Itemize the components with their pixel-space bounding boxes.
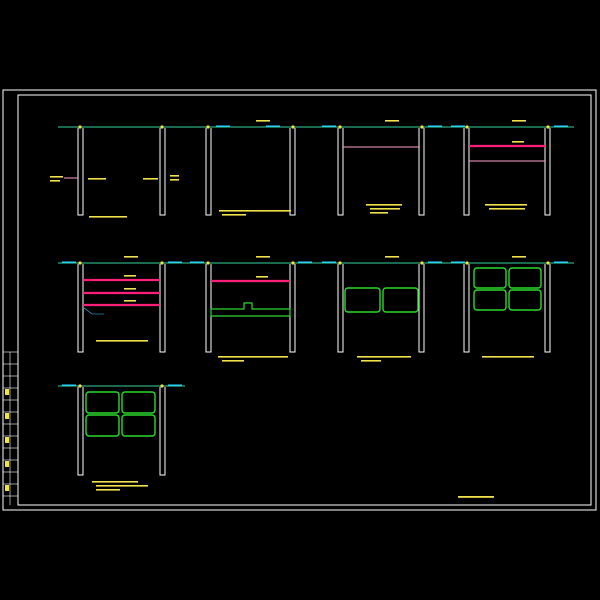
stage-panel-3 xyxy=(318,120,448,216)
box-culvert-cell xyxy=(473,289,507,311)
stage-note-bar xyxy=(96,340,148,342)
box-culvert-cell xyxy=(85,414,120,437)
title-block xyxy=(3,351,18,505)
section-label xyxy=(256,256,270,258)
stage-note-bar xyxy=(370,208,400,210)
callout-mark xyxy=(170,175,179,177)
grid-marker xyxy=(78,125,82,129)
box-culvert-cell xyxy=(85,391,120,414)
stage-note-bar xyxy=(366,204,402,206)
retaining-wall-right xyxy=(418,128,425,216)
stage-note-bar xyxy=(92,481,138,483)
stage-note-bar xyxy=(89,216,127,218)
section-label xyxy=(512,256,526,258)
callout-mark xyxy=(170,179,179,181)
retaining-wall-left xyxy=(77,128,84,216)
box-culvert-cell xyxy=(121,391,156,414)
stage-note-bar xyxy=(361,360,381,362)
stage-panel-6 xyxy=(188,256,318,362)
section-label xyxy=(385,120,399,122)
grid-marker xyxy=(160,125,164,129)
stage-panel-8 xyxy=(448,256,574,358)
retaining-wall-right xyxy=(159,264,166,353)
stage-note-bar xyxy=(219,210,291,212)
box-culvert-cell xyxy=(121,414,156,437)
callout-mark xyxy=(50,180,60,182)
stage-note-bar xyxy=(218,356,288,358)
retaining-wall-right xyxy=(159,128,166,216)
section-label xyxy=(256,120,270,122)
outer-frame xyxy=(2,89,597,511)
stage-note-bar xyxy=(96,489,120,491)
retaining-wall-right xyxy=(418,264,425,353)
box-culvert-cell xyxy=(508,289,542,311)
stage-panel-2 xyxy=(188,120,318,216)
stage-note-bar xyxy=(96,485,148,487)
stage-note-bar xyxy=(222,214,246,216)
callout-mark xyxy=(143,178,158,180)
retaining-wall-left xyxy=(205,264,212,353)
callout-mark xyxy=(88,178,106,180)
stage-note-bar xyxy=(357,356,411,358)
stage-note-bar xyxy=(482,356,534,358)
box-culvert-cell-left xyxy=(344,287,381,313)
box-culvert-cell-right xyxy=(382,287,419,313)
stage-note-bar xyxy=(222,360,244,362)
inner-frame xyxy=(17,94,592,506)
retaining-wall-right xyxy=(544,128,551,216)
retaining-wall-left xyxy=(337,128,344,216)
retaining-wall-right xyxy=(289,128,296,216)
box-culvert-cell xyxy=(473,267,507,289)
retaining-wall-left xyxy=(205,128,212,216)
stage-note-bar xyxy=(370,212,388,214)
section-label xyxy=(124,256,138,258)
retaining-wall-right xyxy=(159,387,166,476)
stage-note-bar xyxy=(485,204,527,206)
base-slab xyxy=(210,302,291,317)
sheet-title-bar xyxy=(458,496,494,498)
retaining-wall-left xyxy=(463,264,470,353)
section-label xyxy=(385,256,399,258)
stage-panel-7 xyxy=(318,256,448,362)
stage-panel-9 xyxy=(58,384,185,491)
retaining-wall-left xyxy=(77,264,84,353)
retaining-wall-left xyxy=(77,387,84,476)
excavation-base-line xyxy=(83,307,104,315)
section-label xyxy=(512,120,526,122)
stage-panel-1 xyxy=(50,125,188,218)
stage-panel-4 xyxy=(448,120,574,216)
retaining-wall-right xyxy=(544,264,551,353)
stage-panel-5 xyxy=(58,256,188,353)
box-culvert-cell xyxy=(508,267,542,289)
callout-mark xyxy=(50,176,63,178)
retaining-wall-left xyxy=(463,128,470,216)
retaining-wall-right xyxy=(289,264,296,353)
stage-note-bar xyxy=(489,208,525,210)
retaining-wall-left xyxy=(337,264,344,353)
